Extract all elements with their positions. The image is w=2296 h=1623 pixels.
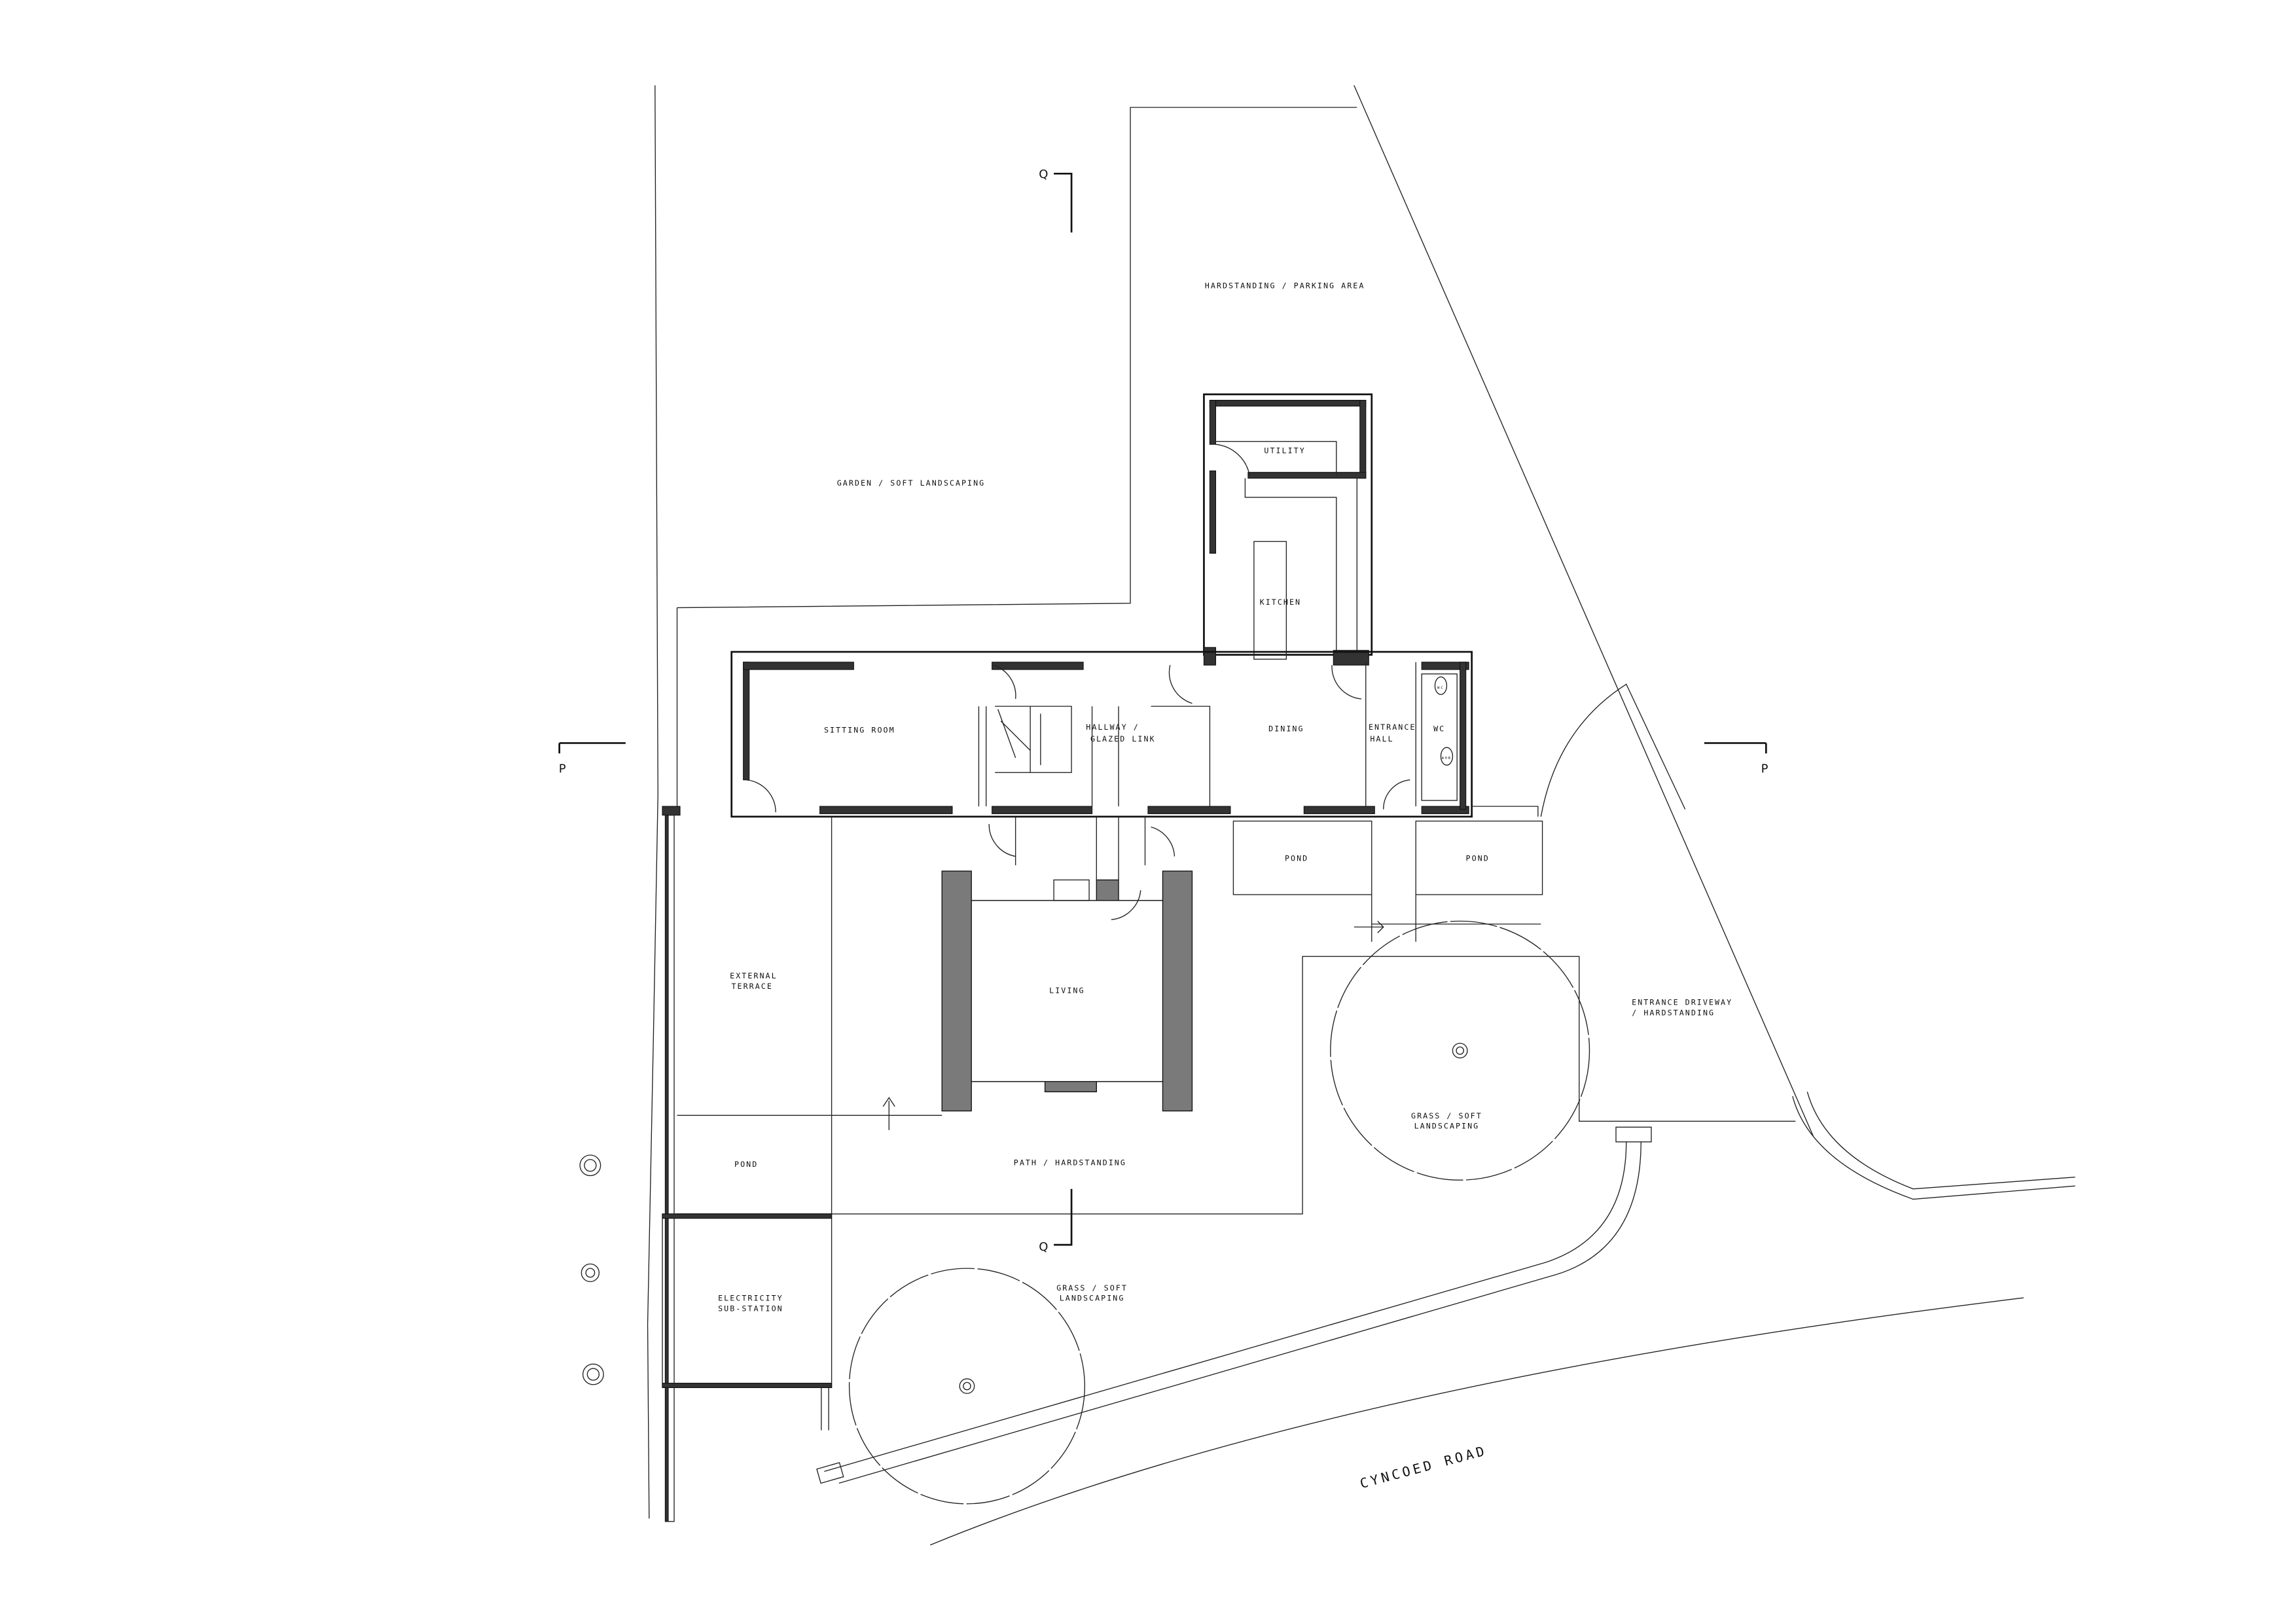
wc-fixture-label: WC bbox=[1437, 686, 1444, 690]
label-entrance-1: ENTRANCE bbox=[1369, 722, 1416, 732]
label-hallway-1: HALLWAY / bbox=[1086, 722, 1139, 732]
label-dining: DINING bbox=[1268, 724, 1304, 733]
label-grass-south-1: GRASS / SOFT bbox=[1056, 1283, 1128, 1293]
whb-fixture-label: WHB bbox=[1442, 757, 1452, 760]
label-pond-2: POND bbox=[1466, 853, 1490, 863]
label-terrace-1: EXTERNAL bbox=[730, 971, 777, 980]
section-p-left: P bbox=[559, 762, 566, 776]
label-path: PATH / HARDSTANDING bbox=[1014, 1158, 1126, 1168]
section-p-right: P bbox=[1761, 762, 1768, 776]
section-markers: P P Q Q bbox=[558, 168, 1768, 1254]
label-hallway-2: GLAZED LINK bbox=[1090, 734, 1156, 743]
site-boundary bbox=[647, 85, 1814, 1519]
label-wc: WC bbox=[1433, 724, 1445, 733]
trees bbox=[579, 920, 1590, 1505]
label-driveway-1: ENTRANCE DRIVEWAY bbox=[1632, 998, 1732, 1007]
label-driveway-2: / HARDSTANDING bbox=[1632, 1008, 1715, 1017]
label-grass-south-2: LANDSCAPING bbox=[1060, 1294, 1125, 1303]
living-room bbox=[941, 816, 1193, 1112]
label-pond-1: POND bbox=[1285, 853, 1308, 863]
label-garden: GARDEN / SOFT LANDSCAPING bbox=[837, 478, 986, 488]
label-substation-1: ELECTRICITY bbox=[718, 1294, 783, 1303]
room-labels: HARDSTANDING / PARKING AREA GARDEN / SOF… bbox=[718, 281, 1732, 1313]
main-block: WC WHB bbox=[730, 651, 1539, 818]
terrace-wall bbox=[662, 806, 833, 1522]
label-utility: UTILITY bbox=[1264, 446, 1305, 455]
label-pond-3: POND bbox=[734, 1160, 758, 1169]
label-living: LIVING bbox=[1049, 986, 1085, 995]
section-q-top: Q bbox=[1039, 168, 1048, 181]
label-terrace-2: TERRACE bbox=[731, 982, 772, 991]
label-kitchen: KITCHEN bbox=[1260, 597, 1301, 607]
label-entrance-2: HALL bbox=[1370, 734, 1393, 743]
label-substation-2: SUB-STATION bbox=[718, 1304, 783, 1313]
label-sitting-room: SITTING ROOM bbox=[824, 726, 895, 735]
label-grass-east-1: GRASS / SOFT bbox=[1411, 1111, 1482, 1120]
label-parking: HARDSTANDING / PARKING AREA bbox=[1205, 281, 1365, 291]
section-q-bottom: Q bbox=[1039, 1240, 1048, 1254]
label-grass-east-2: LANDSCAPING bbox=[1414, 1122, 1480, 1131]
